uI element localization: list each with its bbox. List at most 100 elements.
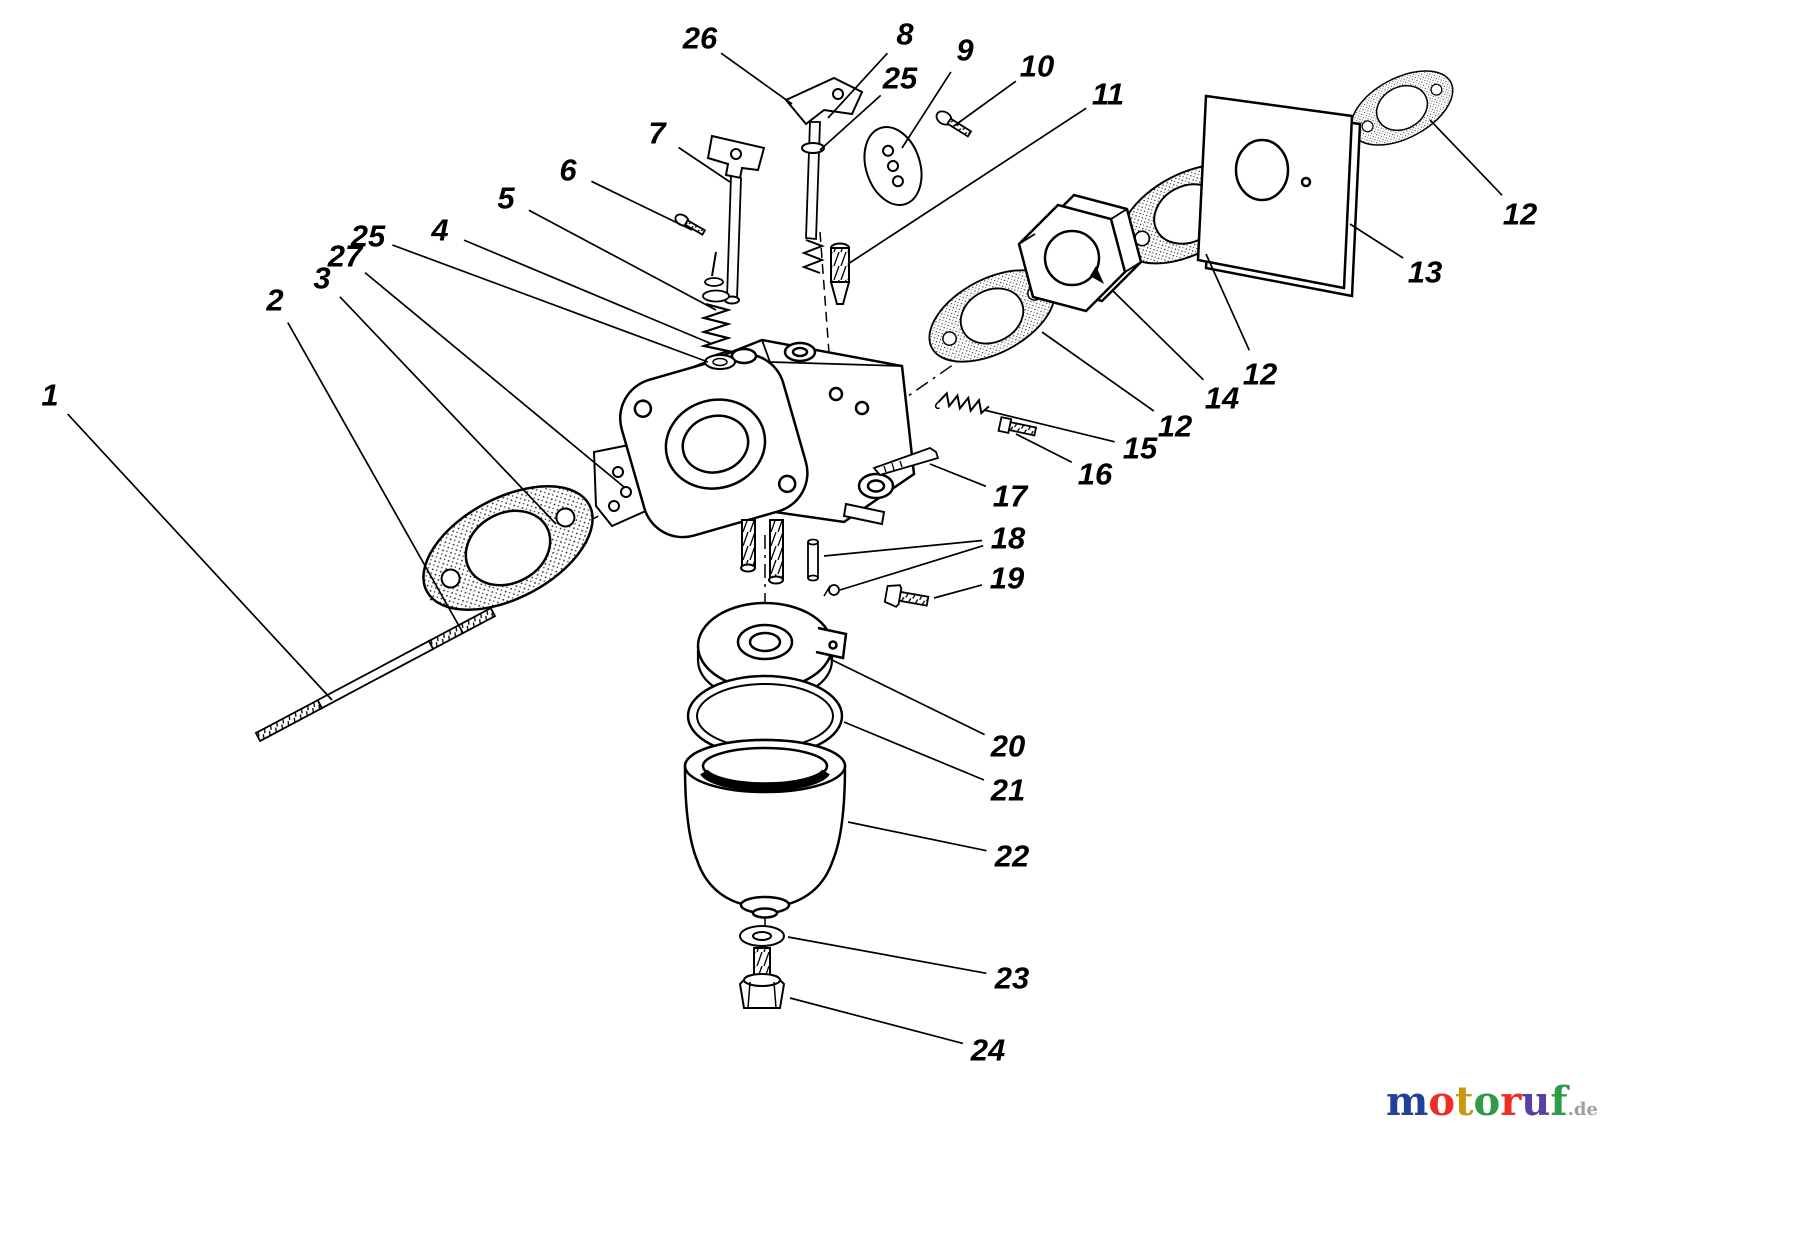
carb-front-flange [618,352,809,539]
choke-plate-hole [887,160,899,172]
bowl-washer [739,925,785,947]
part-number-label: 12 [1503,197,1537,232]
choke-plate [863,126,923,206]
part-number-label: 26 [682,21,718,56]
throttle-lever-hole [832,88,844,100]
shaft-spring [801,239,825,274]
venturi-bore-inner [681,414,750,474]
plate-screw [935,110,973,138]
stud-thread-right [427,606,497,651]
nozzle-body [830,247,850,283]
leader-line-part-18 [823,539,983,557]
throttle-lever [784,76,864,126]
flange-gasket-left [402,459,614,637]
float-needle [872,447,940,477]
watermark-letter: f [1550,1078,1568,1125]
part-number-label: 3 [313,261,330,296]
leader-line-part-13 [1349,223,1404,259]
part-number-label: 13 [1408,255,1442,290]
nut-edges [1018,208,1142,273]
screw-shaft [946,117,973,138]
hinge-post [741,519,756,567]
watermark-logo: motoruf.de [1386,1082,1598,1122]
part-number-label: 27 [327,239,364,274]
watermark-letter: t [1455,1078,1474,1125]
bowl-drain-tip [751,907,779,919]
leader-line-part-20 [827,657,985,736]
float-hinge-posts [740,519,784,585]
flange-nut [1017,193,1143,313]
screw-head [883,584,903,608]
watermark-letter: o [1473,1078,1501,1125]
part-number-label: 23 [994,961,1029,996]
float-hinge-pin [807,538,840,597]
pin-bottom [807,574,819,582]
fuel-bowl [683,738,847,919]
part-number-label: 18 [991,521,1026,556]
float-center-bore [748,631,782,653]
leader-line-part-26 [720,52,793,105]
leader-line-part-7 [678,146,731,183]
fuel-inlet [842,502,886,526]
needle-spring-stack [699,251,736,370]
leader-line-part-12 [1205,253,1251,351]
flange-bolt-hole [777,474,797,494]
leader-line-part-17 [929,463,987,488]
part-number-label: 14 [1205,381,1239,416]
main-nozzle [829,242,851,305]
carburetor-bolt [997,416,1038,437]
hinge-post-tip [740,563,756,573]
choke-plate-hole [882,144,895,157]
stop-screw [674,213,707,236]
leader-line-part-3 [339,296,557,525]
part-number-label: 25 [350,219,386,254]
needle-body [872,447,940,477]
part-number-label: 12 [1158,409,1192,444]
choke-shaft [706,134,766,305]
part-number-label: 6 [559,153,577,188]
nut-facets [747,981,777,1009]
hinge-post [769,519,784,579]
spring-coils [938,391,990,415]
part-number-label: 20 [990,729,1025,764]
part-number-label: 12 [1243,357,1277,392]
washer-hole [752,931,772,941]
part-number-label: 1 [41,378,58,413]
retainer-clip [828,584,840,596]
part-number-label: 22 [994,839,1029,874]
bowl-screw [883,584,930,608]
watermark-word: motoruf [1386,1078,1568,1125]
watermark-letter: o [1428,1078,1456,1125]
leader-line-part-1 [67,413,333,701]
part-number-label: 9 [956,33,974,68]
screw-shaft [683,219,707,236]
leader-line-part-24 [789,997,964,1045]
pin-shaft [807,542,819,578]
gasket-plate-hole [620,486,632,498]
part-number-label: 4 [430,213,448,248]
leader-line-part-15 [983,409,1115,443]
large-washer [702,289,730,303]
watermark-letter: m [1386,1078,1429,1125]
stud-thread-left [254,698,324,743]
part-number-label: 17 [993,479,1029,514]
throttle-shaft-bore [791,346,809,358]
part-number-label: 16 [1078,457,1113,492]
nut-notch [1090,266,1104,284]
carb-side-port-bore [866,479,886,493]
leader-line-part-11 [847,107,1087,265]
leader-line-part-4 [463,239,713,345]
leader-line-part-2 [287,322,464,634]
bowl-nut [738,947,786,1009]
throttle-shaft-rod [805,121,821,240]
leader-line-part-23 [787,936,987,975]
shaft-washer [801,142,825,154]
gasket-plate-hole [612,466,624,478]
part-number-label: 8 [896,17,914,52]
leader-line-part-8 [827,52,889,119]
pin-top [807,538,819,546]
part-number-label: 2 [265,283,283,318]
watermark-letter: u [1521,1078,1551,1125]
float-tab-hole [828,640,838,650]
